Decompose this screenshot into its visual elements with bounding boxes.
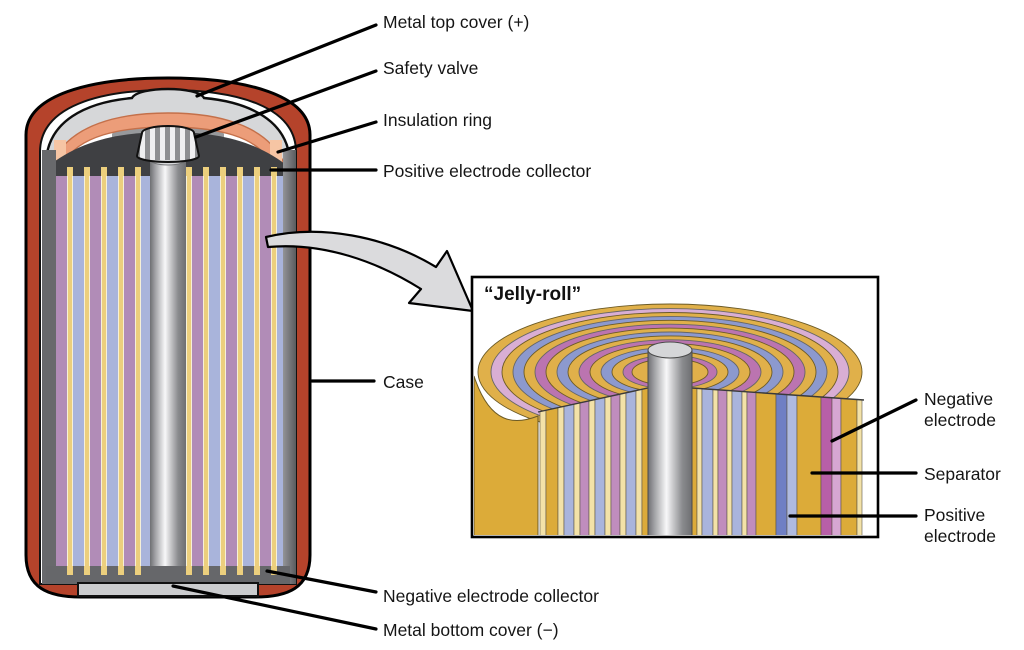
leader-metal-bottom-cover: [171, 584, 378, 631]
leader-insulation-ring: [276, 120, 378, 154]
leader-safety-valve: [194, 69, 378, 139]
label-positive-electrode: Positive electrode: [924, 505, 996, 547]
label-insulation-ring: Insulation ring: [383, 110, 492, 130]
jelly-roll-pin: [647, 349, 693, 535]
jelly-roll-face: [539, 388, 863, 535]
label-metal-bottom-cover: Metal bottom cover (−): [383, 620, 559, 640]
label-metal-top-cover: Metal top cover (+): [383, 12, 530, 32]
label-safety-valve: Safety valve: [383, 58, 479, 78]
bottom-tabs-left: [56, 566, 150, 575]
battery-cutaway: [24, 76, 312, 599]
label-case: Case: [383, 372, 424, 392]
label-positive-collector: Positive electrode collector: [383, 161, 592, 181]
label-negative-collector: Negative electrode collector: [383, 586, 599, 606]
leader-negative-collector: [265, 569, 378, 594]
jelly-roll-art: [474, 303, 865, 535]
jelly-roll-outer-left: [474, 375, 539, 535]
leader-metal-top-cover: [195, 23, 378, 98]
label-separator: Separator: [924, 464, 1001, 484]
center-pin: [150, 158, 186, 566]
label-negative-electrode: Negative electrode: [924, 389, 996, 431]
jelly-roll-title: “Jelly-roll”: [484, 284, 582, 305]
bottom-tabs-right: [186, 566, 283, 575]
leader-negative-electrode: [830, 398, 918, 443]
safety-valve: [135, 125, 201, 163]
case-wall-right: [283, 150, 296, 584]
case-wall-left: [42, 150, 56, 584]
leader-lines: [171, 23, 918, 631]
jelly-roll-pin-cap: [647, 341, 693, 359]
metal-bottom-cover: [77, 582, 259, 597]
